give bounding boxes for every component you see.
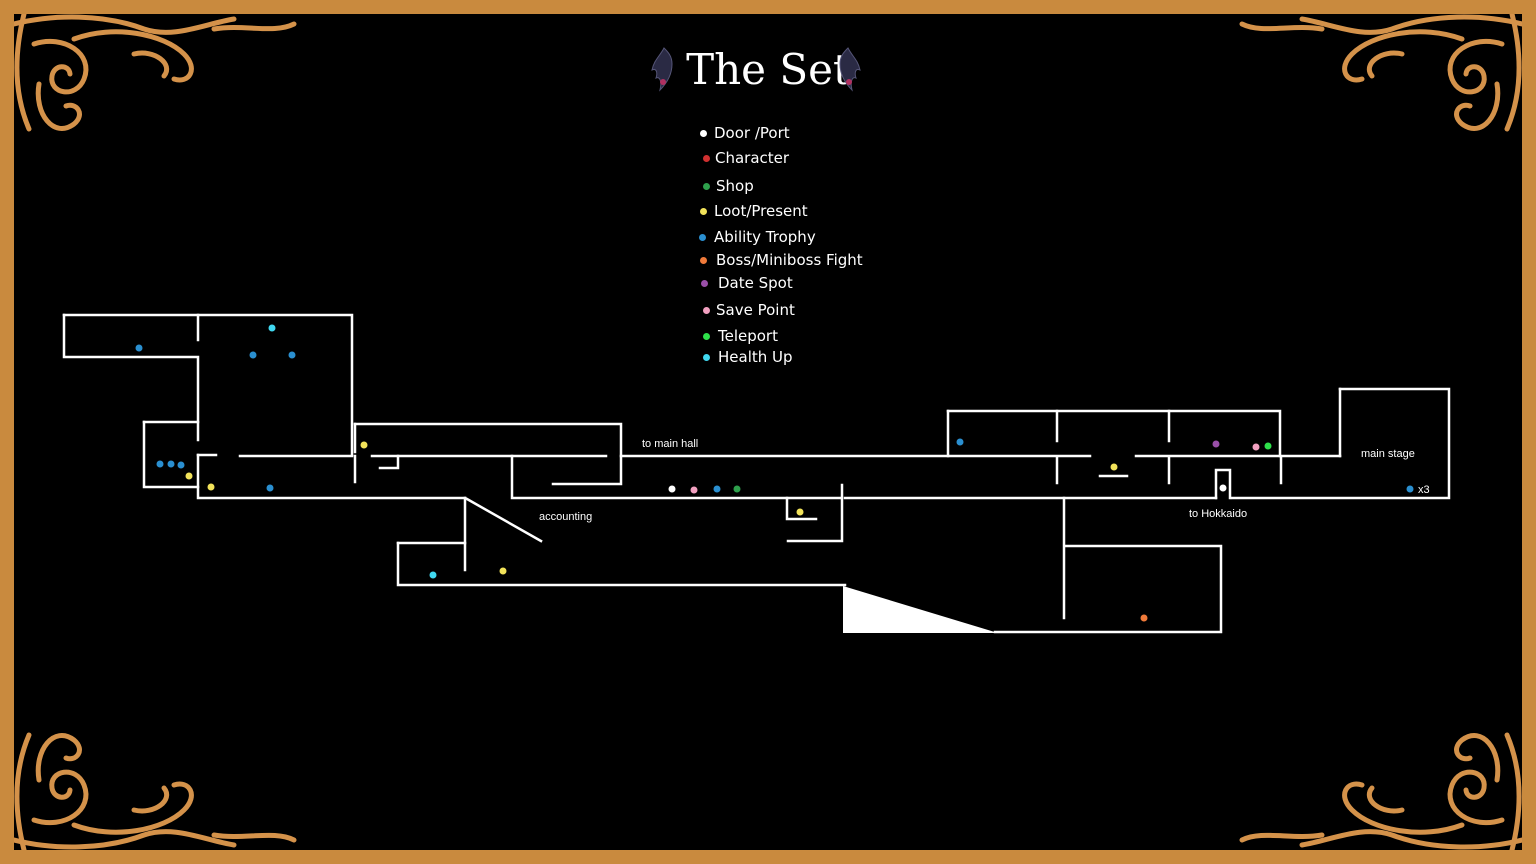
ability-trophy-marker[interactable] (167, 460, 175, 468)
loot-marker[interactable] (1110, 463, 1118, 471)
date-spot-marker[interactable] (1212, 440, 1220, 448)
legend-label: Date Spot (718, 274, 793, 292)
legend-label: Door /Port (714, 124, 790, 142)
legend-label: Shop (716, 177, 754, 195)
loot-marker[interactable] (796, 508, 804, 516)
door-marker[interactable] (668, 485, 676, 493)
ability-trophy-marker[interactable] (249, 351, 257, 359)
door-marker[interactable] (1219, 484, 1227, 492)
ability-trophy-marker[interactable] (713, 485, 721, 493)
label-trophy-count: x3 (1418, 484, 1430, 496)
map-background (14, 14, 1522, 850)
ability-trophy-marker[interactable] (177, 461, 185, 469)
ornament-bottom-left (14, 732, 297, 850)
legend-label: Save Point (716, 301, 795, 319)
legend-label: Loot/Present (714, 202, 808, 220)
legend-dot-icon (701, 280, 708, 287)
legend-dot-icon (703, 155, 710, 162)
legend-label: Teleport (718, 327, 778, 345)
legend-label: Boss/Miniboss Fight (716, 251, 863, 269)
legend-dot-icon (699, 234, 706, 241)
health-up-marker[interactable] (429, 571, 437, 579)
label-accounting: accounting (539, 511, 592, 523)
map-markers (135, 324, 1414, 622)
ability-trophy-marker[interactable] (156, 460, 164, 468)
ability-trophy-marker[interactable] (266, 484, 274, 492)
shop-marker[interactable] (733, 485, 741, 493)
label-main-hall: to main hall (642, 438, 698, 450)
ability-trophy-marker[interactable] (1406, 485, 1414, 493)
save-point-marker[interactable] (1252, 443, 1260, 451)
map-walls (62, 313, 1451, 634)
legend-dot-icon (703, 307, 710, 314)
boss-marker[interactable] (1140, 614, 1148, 622)
legend-dot-icon (700, 208, 707, 215)
loot-marker[interactable] (360, 441, 368, 449)
legend-label: Health Up (718, 348, 793, 366)
ornament-top-right (1239, 14, 1522, 132)
ornament-bottom-right (1239, 732, 1522, 850)
title-block: The Set (650, 40, 886, 100)
loot-marker[interactable] (207, 483, 215, 491)
legend-dot-icon (703, 333, 710, 340)
bat-right-icon (839, 47, 861, 92)
teleport-marker[interactable] (1264, 442, 1272, 450)
legend-dot-icon (700, 130, 707, 137)
loot-marker[interactable] (185, 472, 193, 480)
ability-trophy-marker[interactable] (135, 344, 143, 352)
legend-dot-icon (700, 257, 707, 264)
bat-left-icon (651, 47, 673, 92)
loot-marker[interactable] (499, 567, 507, 575)
ability-trophy-marker[interactable] (956, 438, 964, 446)
label-hokkaido: to Hokkaido (1189, 508, 1247, 520)
legend-dot-icon (703, 354, 710, 361)
health-up-marker[interactable] (268, 324, 276, 332)
legend-label: Ability Trophy (714, 228, 816, 246)
legend-dot-icon (703, 183, 710, 190)
ramp (843, 586, 998, 633)
legend-label: Character (715, 149, 790, 167)
ability-trophy-marker[interactable] (288, 351, 296, 359)
save-point-marker[interactable] (690, 486, 698, 494)
label-main-stage: main stage (1361, 448, 1415, 460)
ornament-top-left (14, 14, 297, 132)
map-labels: to main hall accounting main stage to Ho… (539, 438, 1430, 523)
page-title: The Set (686, 45, 850, 94)
